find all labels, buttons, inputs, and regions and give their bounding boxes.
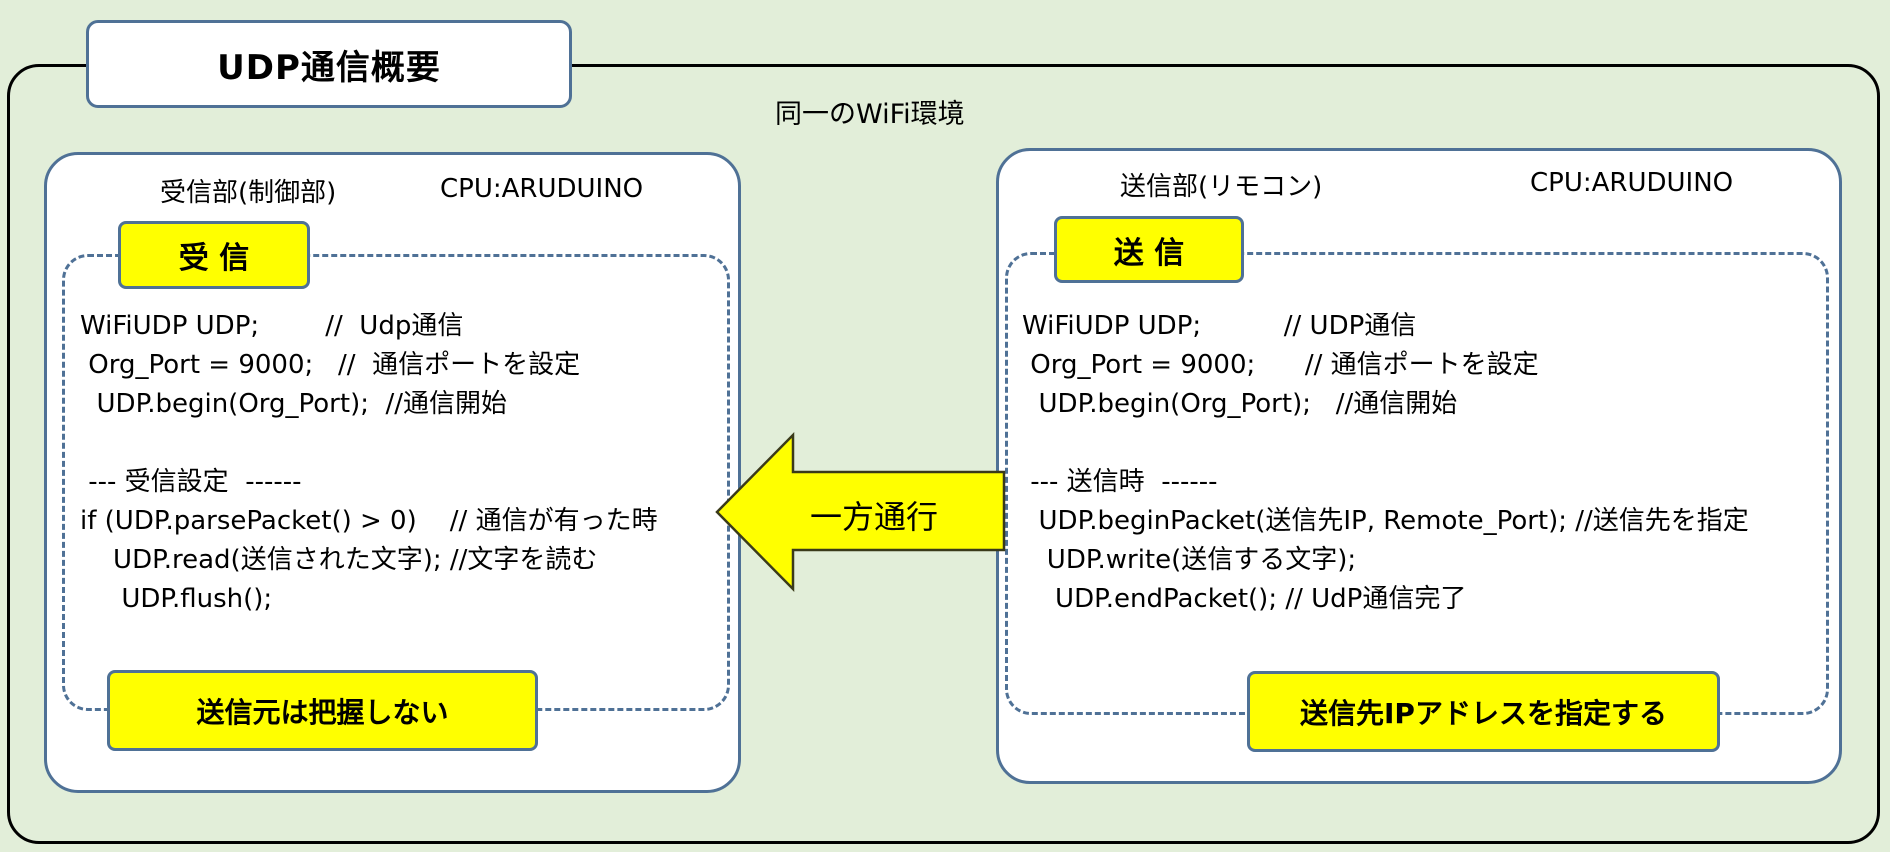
sender-badge-text: 送 信 [1113, 235, 1185, 271]
diagram-title-text: UDP通信概要 [217, 47, 441, 88]
sender-code-line: WiFiUDP UDP; // UDP通信 [1022, 311, 1417, 341]
receiver-code-line: UDP.begin(Org_Port); //通信開始 [80, 389, 508, 419]
environment-label: 同一のWiFi環境 [775, 99, 965, 130]
sender-code-line: UDP.endPacket(); // UdP通信完了 [1022, 584, 1467, 614]
sender-badge: 送 信 [1054, 216, 1244, 283]
receiver-code-line: WiFiUDP UDP; // Udp通信 [80, 311, 464, 341]
sender-note-text: 送信先IPアドレスを指定する [1300, 696, 1667, 730]
sender-note: 送信先IPアドレスを指定する [1247, 671, 1720, 752]
receiver-code-line: UDP.read(送信された文字); //文字を読む [80, 545, 598, 575]
diagram-title: UDP通信概要 [86, 20, 572, 108]
receiver-heading: 受信部(制御部) [160, 178, 337, 208]
sender-code-line: --- 送信時 ------ [1022, 467, 1218, 497]
receiver-code-line: Org_Port = 9000; // 通信ポートを設定 [80, 350, 581, 380]
sender-code-line: UDP.write(送信する文字); [1022, 545, 1357, 575]
receiver-cpu: CPU:ARUDUINO [440, 174, 644, 204]
sender-code-line: Org_Port = 9000; // 通信ポートを設定 [1022, 350, 1539, 380]
sender-code-line: UDP.beginPacket(送信先IP, Remote_Port); //送… [1022, 506, 1749, 536]
sender-cpu: CPU:ARUDUINO [1530, 168, 1734, 198]
receiver-note-text: 送信元は把握しない [196, 695, 449, 729]
sender-heading: 送信部(リモコン) [1120, 172, 1323, 202]
one-way-arrow-icon [715, 431, 1006, 593]
sender-code-line: UDP.begin(Org_Port); //通信開始 [1022, 389, 1458, 419]
arrow-label: 一方通行 [810, 498, 939, 536]
receiver-code-line: --- 受信設定 ------ [80, 467, 302, 497]
receiver-badge-text: 受 信 [178, 241, 250, 276]
receiver-code-line: if (UDP.parsePacket() > 0) // 通信が有った時 [80, 506, 658, 536]
receiver-badge: 受 信 [118, 221, 310, 289]
wifi-environment-frame [7, 64, 1880, 844]
receiver-note: 送信元は把握しない [107, 670, 538, 751]
arrow-shape [715, 431, 1006, 593]
receiver-code-line: UDP.flush(); [80, 584, 273, 614]
